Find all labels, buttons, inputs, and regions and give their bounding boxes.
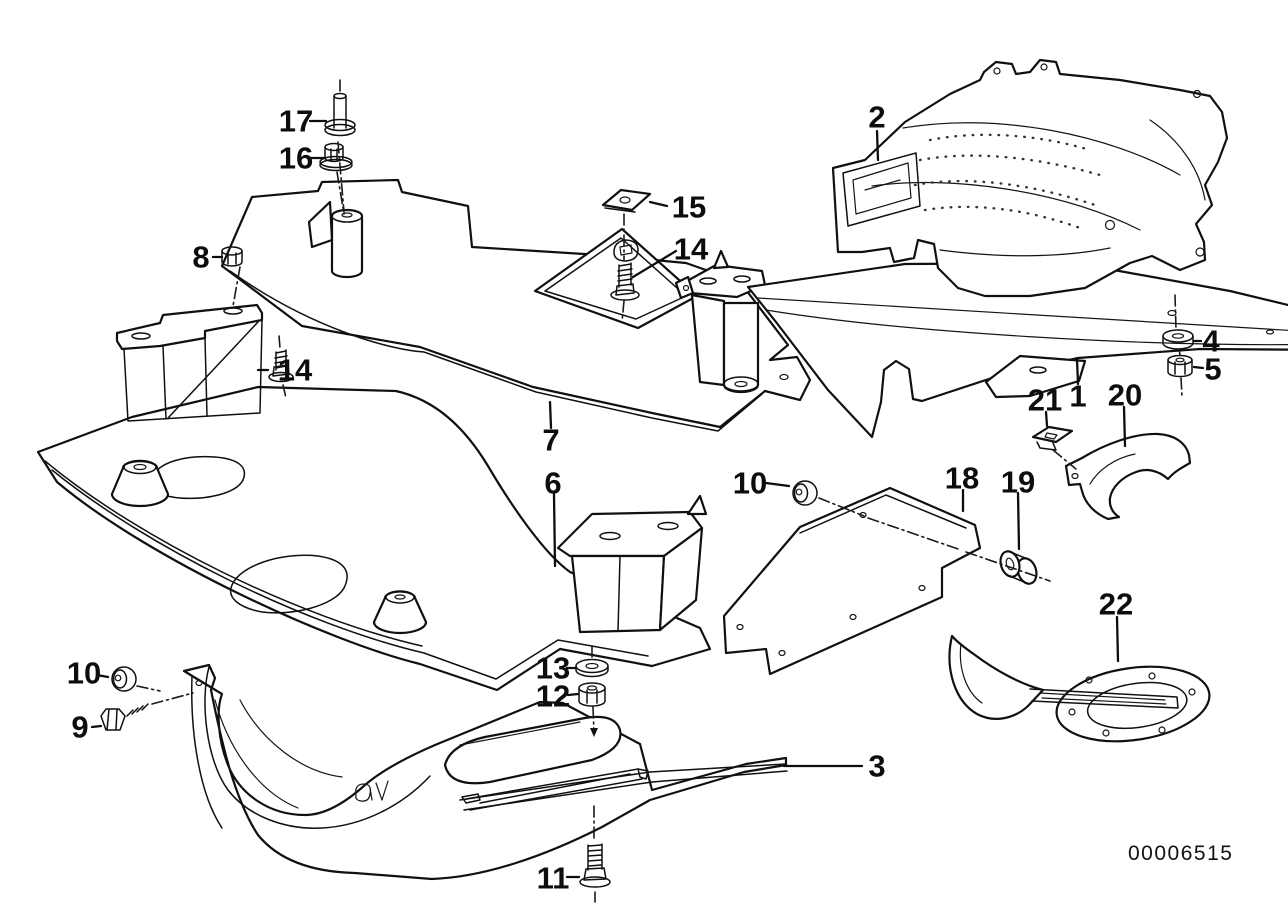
callout-label-6: 6	[544, 466, 561, 501]
callout-label-22: 22	[1099, 587, 1133, 622]
callout-label-2: 2	[868, 100, 885, 135]
callout-label-17: 17	[279, 104, 313, 139]
callout-label-7: 7	[542, 423, 559, 458]
part-3-stamp-mark	[375, 780, 389, 801]
callout-label-3: 3	[868, 749, 885, 784]
callout-leader-19	[1016, 491, 1021, 551]
callout-label-18: 18	[945, 461, 979, 496]
callout-label-14: 14	[278, 353, 313, 388]
callout-leader-10	[764, 481, 791, 488]
part-22-heat-shield	[1055, 665, 1211, 743]
axis-arrow-12	[590, 728, 598, 737]
fastener-17-expansion-rivet	[324, 92, 356, 137]
axis-line-10	[818, 497, 865, 517]
part-6-panel	[36, 303, 712, 692]
callout-label-10: 10	[67, 656, 101, 691]
part-2-duct	[831, 58, 1229, 298]
axis-line-10	[867, 517, 962, 551]
part-20-clamp-bracket	[1064, 432, 1192, 521]
fastener-4-washer	[1162, 329, 1194, 350]
axis-line-10	[965, 551, 1051, 582]
part-6-cone-bump	[372, 590, 428, 635]
axis-line-17	[337, 141, 345, 213]
callout-label-12: 12	[536, 679, 570, 714]
drawing-number: 00006515	[1128, 842, 1234, 865]
part-3-duct	[182, 663, 788, 881]
fastener-19-grommet	[999, 550, 1038, 585]
axis-line-14	[282, 384, 287, 399]
callout-label-11: 11	[537, 861, 570, 896]
callout-label-9: 9	[71, 710, 88, 745]
callout-leader-7	[548, 400, 553, 430]
fastener-14-screw-upper	[610, 262, 640, 301]
part-15-clip-nut	[601, 188, 652, 213]
callout-leader-20	[1122, 405, 1127, 448]
fastener-11-screw	[579, 843, 611, 888]
axis-line-8	[232, 266, 241, 307]
callout-label-19: 19	[1001, 465, 1035, 500]
callout-leader-1	[1075, 357, 1080, 386]
callout-label-15: 15	[672, 190, 706, 225]
part-6-rear-bracket	[556, 494, 708, 634]
callout-label-1: 1	[1069, 379, 1086, 414]
callout-leader-5	[1192, 365, 1205, 370]
part-22-wing	[948, 634, 1179, 720]
fastener-5-hex-nut	[1167, 354, 1193, 378]
part-1-panel	[746, 261, 1288, 439]
fastener-10-cap-nut-right	[792, 480, 818, 506]
part-7-spacer-post	[307, 200, 364, 279]
part-18-bracket-plate	[722, 486, 982, 676]
axis-line-14	[621, 300, 625, 323]
axis-line-4	[1174, 294, 1177, 330]
callout-label-14: 14	[674, 232, 709, 267]
callout-label-21: 21	[1028, 383, 1062, 418]
axis-line-4	[1180, 377, 1183, 397]
fastener-12-hex-nut	[578, 682, 606, 707]
axis-line-4	[1178, 348, 1181, 356]
part-7-panel	[220, 178, 812, 432]
axis-line-9	[151, 692, 194, 705]
part-6-pocket	[229, 554, 348, 614]
callout-label-16: 16	[279, 141, 313, 176]
callout-leader-22	[1115, 615, 1120, 663]
callout-leader-15	[648, 200, 669, 208]
callout-label-8: 8	[192, 240, 209, 275]
axis-line-10	[136, 685, 161, 692]
callout-leader-14	[631, 249, 678, 279]
axis-line-14	[278, 335, 281, 349]
callout-leader-12	[566, 692, 580, 697]
axis-line-16	[336, 171, 345, 215]
callout-leader-9	[90, 724, 103, 729]
callout-leader-10	[95, 673, 110, 679]
fastener-10-cap-nut-left	[111, 666, 137, 692]
callout-label-20: 20	[1108, 378, 1142, 413]
callout-label-5: 5	[1204, 352, 1221, 387]
fastener-13-washer	[575, 658, 609, 678]
fastener-14-screw-lower	[268, 349, 294, 383]
fastener-9-bolt	[100, 703, 149, 731]
part-22-flange-holes	[1068, 672, 1196, 737]
part-3-stamp-mark	[355, 783, 373, 802]
callout-label-10: 10	[733, 466, 767, 501]
part-6-cone-bump	[110, 459, 170, 508]
part-21-clip-nut	[1031, 425, 1074, 451]
fastener-16-nut-washer	[319, 142, 353, 172]
part-6-front-bracket	[115, 303, 264, 422]
callout-leader-21	[1044, 410, 1049, 428]
callout-label-13: 13	[536, 651, 570, 686]
axis-line-21	[1052, 449, 1077, 470]
callout-label-4: 4	[1202, 324, 1220, 359]
part-7-bracket	[674, 249, 767, 394]
callout-leader-2	[875, 129, 880, 162]
callout-leader-6	[552, 492, 557, 568]
